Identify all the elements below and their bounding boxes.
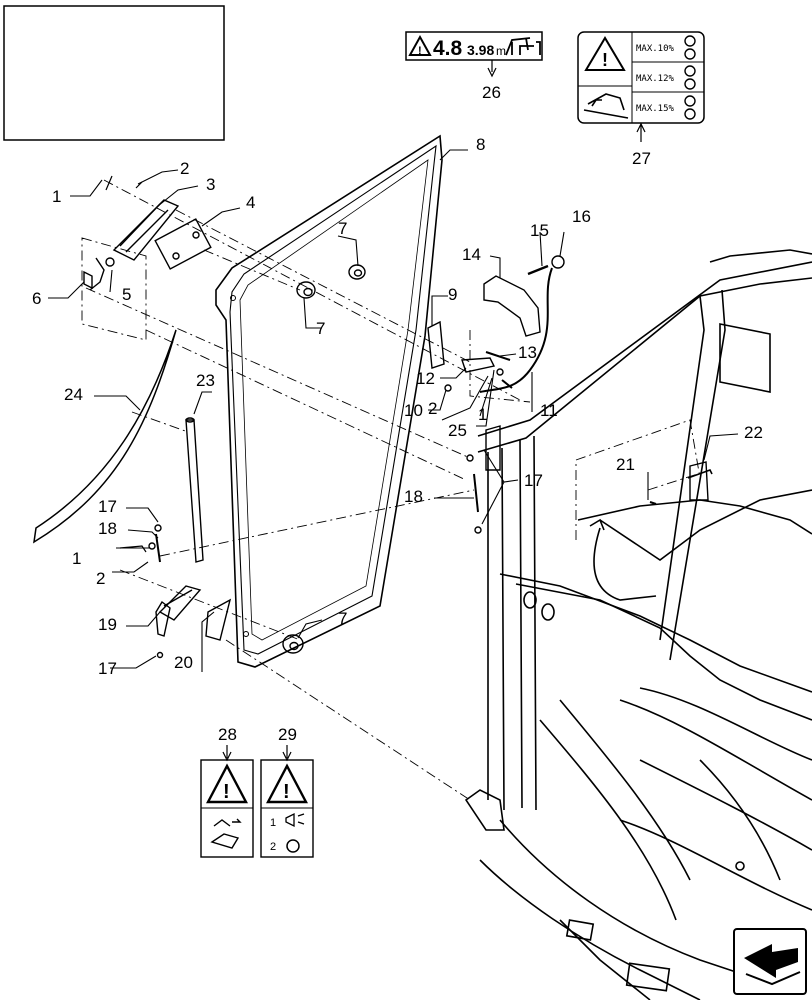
- callout-13: 13: [518, 343, 537, 362]
- callout-25: 25: [448, 421, 467, 440]
- callout-17: 17: [98, 497, 117, 516]
- callout-12: 12: [416, 369, 435, 388]
- decal-26-unit: m: [496, 44, 506, 58]
- door-open-icon: [210, 818, 242, 849]
- callout-21: 21: [616, 455, 635, 474]
- pillar-hinge: [466, 425, 709, 534]
- callout-26: 26: [482, 83, 501, 102]
- callout-18: 18: [98, 519, 117, 538]
- decal-28: !: [200, 745, 254, 858]
- decal-26-height: 4.8: [433, 37, 463, 60]
- callout-9: 9: [448, 285, 457, 304]
- callout-28: 28: [218, 725, 237, 744]
- callout-2: 2: [428, 399, 437, 418]
- horn-icon: [285, 812, 305, 828]
- callout-27: 27: [632, 149, 651, 168]
- cab-frame: [464, 249, 812, 1000]
- lower-hinge: [119, 524, 232, 659]
- callout-16: 16: [572, 207, 591, 226]
- callout-24: 24: [64, 385, 83, 404]
- callout-2: 2: [96, 569, 105, 588]
- svg-text:!: !: [283, 781, 290, 803]
- callout-4: 4: [246, 193, 255, 212]
- arrow-nav-icon[interactable]: [733, 928, 807, 995]
- callout-17: 17: [524, 471, 543, 490]
- decal-29-step-1: 1: [270, 817, 276, 829]
- callout-29: 29: [278, 725, 297, 744]
- callout-8: 8: [476, 135, 485, 154]
- slope-icons: [684, 35, 696, 120]
- callout-7: 7: [338, 609, 347, 628]
- warning-triangle-icon: [266, 763, 308, 804]
- decal-29-step-2: 2: [270, 841, 276, 853]
- svg-text:!: !: [602, 50, 608, 70]
- callout-leaders: [48, 149, 739, 672]
- assembly-lines: [81, 179, 711, 801]
- seal-part: [33, 329, 177, 544]
- callout-1: 1: [72, 549, 81, 568]
- lock-icon: [286, 839, 300, 853]
- callout-23: 23: [196, 371, 215, 390]
- callout-5: 5: [122, 285, 131, 304]
- seal-strip: [185, 417, 204, 563]
- decal-26: ! 4.8 3.98 m: [405, 31, 543, 78]
- callout-1: 1: [52, 187, 61, 206]
- title-box: [3, 5, 225, 141]
- callout-11: 11: [540, 401, 558, 420]
- callout-20: 20: [174, 653, 193, 672]
- callout-10: 10: [404, 401, 423, 420]
- decal-26-height-2: 3.98: [467, 42, 494, 58]
- tilt-vehicle-icon: [583, 93, 629, 119]
- callout-7: 7: [338, 219, 347, 238]
- svg-text:!: !: [418, 45, 422, 57]
- callout-2: 2: [180, 159, 189, 178]
- door-latch: [427, 255, 565, 393]
- decal-27-row-2: MAX.12%: [636, 74, 675, 84]
- svg-text:!: !: [223, 781, 230, 803]
- door-glass: [215, 134, 443, 668]
- decal-27-row-3: MAX.15%: [636, 104, 675, 114]
- callout-22: 22: [744, 423, 763, 442]
- crane-icon: [505, 37, 541, 56]
- callout-1: 1: [478, 405, 487, 424]
- decal-27-row-1: MAX.10%: [636, 44, 675, 54]
- upper-hinge: [83, 175, 212, 291]
- warning-triangle-icon: [408, 34, 432, 56]
- warning-triangle-icon: [584, 36, 626, 71]
- callout-3: 3: [206, 175, 215, 194]
- bumpers: [282, 264, 366, 654]
- decal-29: ! 1 2: [260, 745, 314, 858]
- decal-27: ! MAX.10% MAX.12% MAX.15%: [577, 31, 705, 142]
- callout-19: 19: [98, 615, 117, 634]
- callout-15: 15: [530, 221, 549, 240]
- warning-triangle-icon: [206, 763, 248, 804]
- callout-18: 18: [404, 487, 423, 506]
- callout-7: 7: [316, 319, 325, 338]
- callout-6: 6: [32, 289, 41, 308]
- callout-17: 17: [98, 659, 117, 678]
- callout-labels: 1 2 3 4 5 6 7 7 7 8 9 10 11 12 13 14 15 …: [32, 83, 763, 744]
- callout-14: 14: [462, 245, 481, 264]
